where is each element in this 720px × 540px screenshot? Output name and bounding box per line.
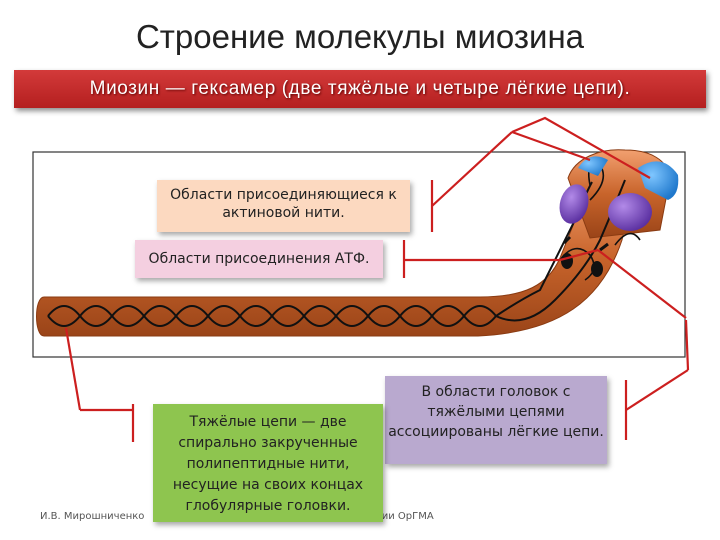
light-chain-right [638,161,679,200]
atp-site-marks [562,235,609,252]
light-chain-left [578,156,608,176]
heavy-chains-label: Тяжёлые цепи — две спирально закрученные… [153,404,383,522]
pointer-lines [64,116,690,442]
atp-site-left [561,253,573,269]
definition-banner: Миозин — гексамер (две тяжёлые и четыре … [14,70,706,108]
atp-site-right [591,261,603,277]
heavy-chain-1 [47,181,593,327]
footer-department: зиологии ОрГМА [346,511,434,522]
head-left [559,184,589,224]
footer-author: И.В. Мирошниченко [40,511,145,522]
light-chains-label: В области головок с тяжёлыми цепями ассо… [385,376,607,464]
head-right [608,193,652,231]
heavy-chain-2 [47,179,626,327]
actin-binding-label: Области присоединяющиеся к актиновой нит… [157,180,410,232]
slide-title: Строение молекулы миозина [135,18,585,55]
atp-binding-label: Области присоединения АТФ. [135,240,383,278]
myosin-tail [36,177,637,337]
